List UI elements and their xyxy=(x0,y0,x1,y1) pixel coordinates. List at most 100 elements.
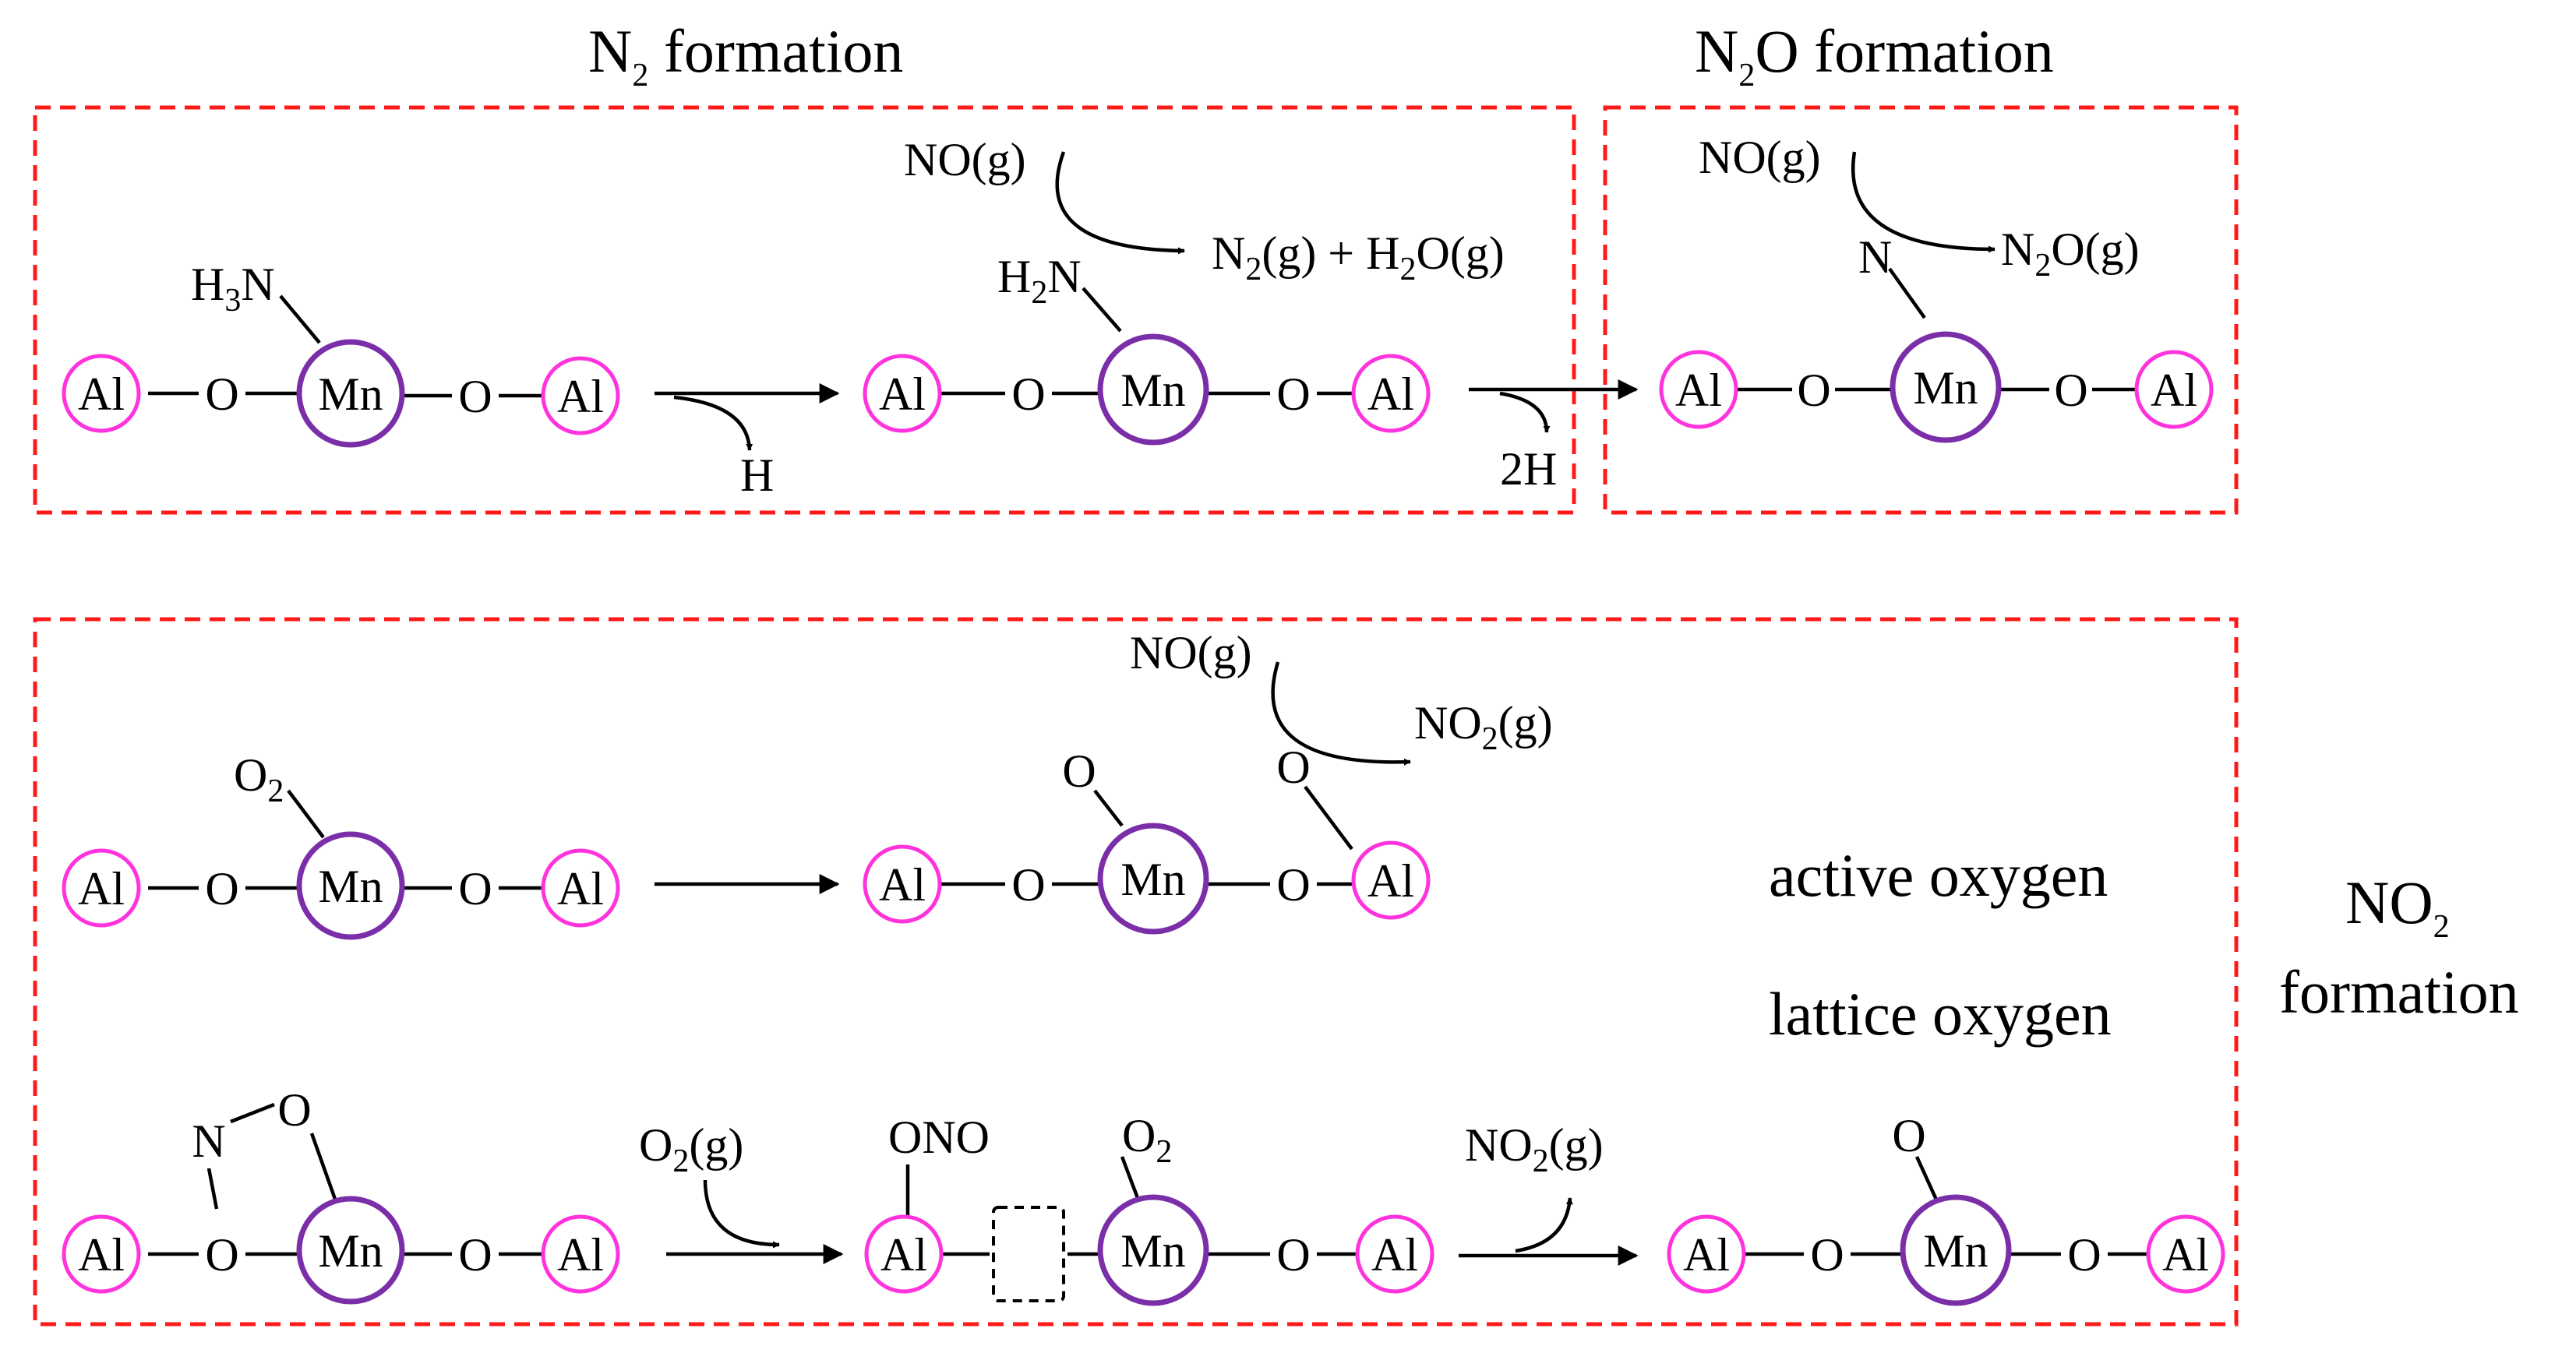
al-label: Al xyxy=(1683,1229,1730,1281)
n-nitrite-label: N xyxy=(192,1115,225,1167)
o2-gas-reactant: O2(g) xyxy=(639,1119,743,1179)
lattice-oxygen-label: lattice oxygen xyxy=(1769,980,2112,1048)
al-label: Al xyxy=(78,368,125,420)
al-atom xyxy=(2134,350,2214,429)
mn-label: Mn xyxy=(1120,854,1185,905)
o-label: O xyxy=(205,368,238,420)
al-label: Al xyxy=(1675,365,1722,416)
al-label: Al xyxy=(2162,1229,2209,1281)
mn-label: Mn xyxy=(318,1225,383,1277)
al-atom xyxy=(1351,840,1431,920)
no-attack-arrow xyxy=(1851,151,1996,253)
n2-structure-2: Al O Mn O Al H2N xyxy=(863,251,1431,446)
mn-atom xyxy=(1900,1194,2012,1306)
o-label: O xyxy=(2054,365,2087,416)
no2-row2-structure-3: Al O Mn O Al O xyxy=(1667,1110,2225,1306)
mn-atom xyxy=(1097,823,1209,935)
ono-adsorbate: ONO xyxy=(888,1112,990,1163)
al-label: Al xyxy=(880,1229,927,1281)
al-label: Al xyxy=(78,1229,125,1281)
no-gas-reactant: NO(g) xyxy=(1130,627,1252,678)
release-arrow xyxy=(1499,391,1551,433)
al-label: Al xyxy=(557,1229,604,1281)
al-label: Al xyxy=(557,863,604,914)
h-leaving-label: H xyxy=(740,449,774,501)
o-label: O xyxy=(1276,368,1310,420)
o-label: O xyxy=(1810,1229,1844,1281)
n2-structure-1: Al O Mn O Al H3N xyxy=(62,259,620,448)
o-label: O xyxy=(1892,1110,1925,1161)
o-label: O xyxy=(458,371,492,422)
o-label: O xyxy=(1011,859,1045,911)
active-o-label: O xyxy=(1062,745,1096,797)
n2o-formation-title: N2O formation xyxy=(1695,17,2054,93)
o-label: O xyxy=(1276,859,1310,911)
o-label: O xyxy=(2067,1229,2101,1281)
mn-atom xyxy=(296,1196,405,1305)
al-label: Al xyxy=(1367,855,1414,907)
al-atom xyxy=(62,848,141,928)
mn-label: Mn xyxy=(1923,1225,1988,1277)
mn-label: Mn xyxy=(318,861,383,912)
n2o-product: N2O(g) xyxy=(2001,224,2140,284)
h3n-adsorbate: H3N xyxy=(191,259,275,319)
o2-adsorbate: O2 xyxy=(234,749,284,809)
no2-gas-product: NO2(g) xyxy=(1465,1119,1604,1179)
o-label: O xyxy=(1276,1229,1310,1281)
active-o-label: O xyxy=(1276,742,1310,793)
al-atom xyxy=(1659,350,1738,429)
al-atom xyxy=(541,848,620,928)
n-adsorbate: N xyxy=(1858,231,1892,283)
o-label: O xyxy=(1797,365,1830,416)
mn-label: Mn xyxy=(1120,365,1185,416)
no-gas-reactant: NO(g) xyxy=(1699,132,1821,183)
o-label: O xyxy=(205,863,238,914)
no2-release-arrow xyxy=(1515,1197,1573,1253)
al-atom xyxy=(541,356,620,435)
al-label: Al xyxy=(1371,1229,1418,1281)
al-label: Al xyxy=(78,863,125,914)
no2-row2-structure-1: Al O Mn O Al N O xyxy=(62,1084,620,1305)
al-atom xyxy=(864,1214,944,1294)
al-label: Al xyxy=(879,859,926,911)
mn-atom xyxy=(296,831,405,940)
mn-label: Mn xyxy=(1913,362,1978,414)
no2-row2-structure-2: Al Mn O Al ONO O2 xyxy=(864,1110,1434,1306)
al-atom xyxy=(2146,1214,2225,1294)
no2-formation-title: NO2 xyxy=(2345,868,2450,945)
active-oxygen-label: active oxygen xyxy=(1769,841,2108,909)
al-atom xyxy=(863,844,942,924)
al-atom xyxy=(1351,354,1431,433)
mn-label: Mn xyxy=(318,368,383,420)
mn-atom xyxy=(1890,331,2002,443)
n2-h2o-product: N2(g) + H2O(g) xyxy=(1212,227,1505,287)
al-atom xyxy=(1355,1214,1434,1294)
al-label: Al xyxy=(1367,368,1414,420)
h2n-adsorbate: H2N xyxy=(997,251,1082,311)
al-label: Al xyxy=(879,368,926,420)
mn-atom xyxy=(1097,1194,1209,1306)
o-label: O xyxy=(1011,368,1045,420)
no2-row1-structure-2: Al O Mn O Al O O xyxy=(863,742,1431,935)
al-atom xyxy=(541,1214,620,1294)
o2-adsorbate: O2 xyxy=(1122,1110,1172,1170)
mn-atom xyxy=(1097,333,1209,446)
no2-product: NO2(g) xyxy=(1414,697,1553,757)
no-attack-arrow xyxy=(1271,661,1411,766)
al-atom xyxy=(62,354,141,433)
o2-uptake-arrow xyxy=(703,1179,780,1249)
n2-formation-title: N2 formation xyxy=(588,17,903,93)
mn-label: Mn xyxy=(1120,1225,1185,1277)
no-gas-reactant: NO(g) xyxy=(904,134,1026,185)
mn-atom xyxy=(296,339,405,448)
o-label: O xyxy=(205,1229,238,1281)
no-attack-arrow xyxy=(1055,151,1185,255)
no2-row1-structure-1: Al O Mn O Al O2 xyxy=(62,749,620,940)
al-atom xyxy=(62,1214,141,1294)
2h-leaving-label: 2H xyxy=(1500,443,1557,495)
n2o-structure: Al O Mn O Al N xyxy=(1659,231,2214,443)
no2-formation-box xyxy=(33,617,2239,1327)
o-label: O xyxy=(458,863,492,914)
release-arrow xyxy=(673,395,753,451)
